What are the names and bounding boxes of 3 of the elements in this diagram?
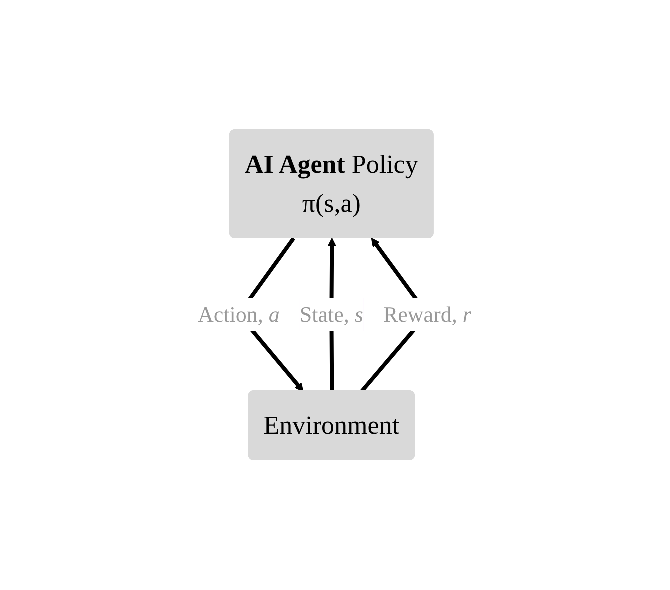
edge-label: Action, a [198,302,280,327]
edge-label: Reward, r [384,302,472,327]
edge-label: State, s [300,302,364,327]
